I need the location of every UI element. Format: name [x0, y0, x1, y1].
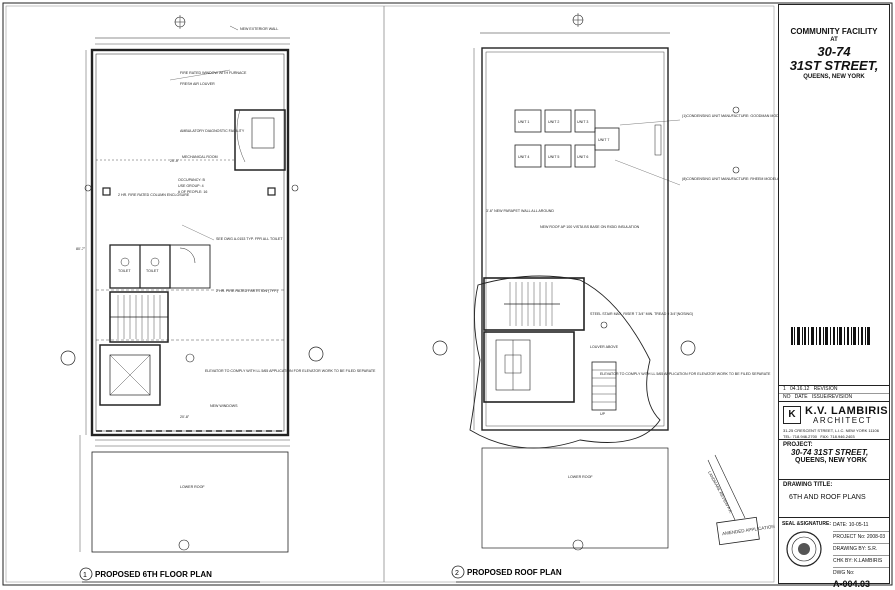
meta-date-value: 10-05-11: [848, 522, 869, 528]
architect-name: K.V. LAMBIRIS: [805, 405, 889, 417]
title-block: COMMUNITY FACILITY AT 30-74 31ST STREET,…: [778, 4, 890, 589]
meta-section: SEAL &SIGNATURE: DATE: 10-05-11 PROJECT …: [779, 517, 889, 589]
project-label: PROJECT:: [783, 442, 813, 448]
revision-row: 1 04.16.12 REVISION: [779, 386, 889, 394]
dim-bottom: 20'-8": [180, 415, 190, 419]
meta-project-no-row: PROJECT No: 2008-03: [833, 532, 889, 544]
project-header-address-2: 31ST STREET,: [789, 58, 879, 73]
meta-rows: DATE: 10-05-11 PROJECT No: 2008-03 DRAWI…: [833, 520, 889, 590]
revision-table: 1 04.16.12 REVISION NO DATE ISSUE/REVISI…: [779, 385, 889, 402]
architect-block: K K.V. LAMBIRIS ARCHITECT 31-25 CRESCENT…: [779, 401, 889, 441]
unit-label-6: UNIT 6: [577, 155, 588, 159]
project-header-city: QUEENS, NEW YORK: [803, 74, 865, 80]
meta-project-no-value: 2008-03: [866, 534, 886, 540]
meta-dwg-no-value: A-004.03: [833, 579, 871, 589]
meta-dwg-no-row: DWG No:: [833, 568, 889, 579]
seal-label: SEAL &SIGNATURE:: [782, 521, 831, 527]
unit-label-5: UNIT 5: [548, 155, 559, 159]
architect-address: 31-25 CRESCENT STREET, L.I.C. NEW YORK 1…: [783, 428, 879, 433]
revision-header-no: NO: [783, 394, 791, 400]
unit-label-4: UNIT 4: [518, 155, 529, 159]
revision-header-date: DATE: [794, 394, 808, 400]
note-mech-room: MECHANICAL ROOM: [182, 155, 218, 159]
revision-no: 1: [783, 386, 786, 392]
sixth-floor-plan: [60, 15, 324, 553]
note-occupancy: OCCUPANCY: B: [178, 178, 205, 182]
meta-date-row: DATE: 10-05-11: [833, 520, 889, 532]
label-lower-roof-left: LOWER ROOF: [180, 485, 205, 489]
unit-label-2: UNIT 2: [548, 120, 559, 124]
stamp-landmark: LANDMARK REVIEW P.A.: [707, 470, 734, 514]
plan-1-title: PROPOSED 6TH FLOOR PLAN: [95, 570, 212, 579]
unit-label-7: UNIT 7: [598, 138, 609, 142]
project-line2: QUEENS, NEW YORK: [795, 457, 867, 464]
project-header-line1: COMMUNITY FACILITY: [790, 27, 878, 36]
note-new-windows: NEW WINDOWS: [210, 404, 238, 408]
project-header-address-1: 30-74: [817, 44, 851, 59]
seal-icon: [786, 531, 822, 567]
project-line1: 30-74 31ST STREET,: [791, 448, 869, 457]
architect-title: ARCHITECT: [813, 416, 873, 425]
architect-phones: TEL: 718.946.2700 FAX: 718.946.2403: [783, 434, 855, 439]
plan-1-marker: [79, 567, 93, 581]
drawing-title: 6TH AND ROOF PLANS: [789, 494, 866, 501]
unit-label-1: UNIT 1: [518, 120, 529, 124]
project-section: PROJECT: 30-74 31ST STREET, QUEENS, NEW …: [779, 439, 889, 477]
meta-drawn-by-label: DRAWING BY:: [833, 546, 867, 552]
note-louver: LOUVER ABOVE: [590, 345, 619, 349]
unit-label-3: UNIT 3: [577, 120, 588, 124]
note-toilet: SEE DWG A-0153 TYP. FPR ALL TOILET: [216, 237, 283, 241]
label-toilet-1: TOILET: [118, 269, 131, 273]
note-column: 2 HR. FIRE RATED COLUMN ENCLOSURE: [118, 193, 190, 197]
note-fresh-air: FRESH AIR LOUVER: [180, 82, 215, 86]
note-cond-unit-2: (8)CONDENSING UNIT MANUFACTURE: RHEEM MO…: [682, 177, 821, 181]
drawing-title-section: DRAWING TITLE: 6TH AND ROOF PLANS: [779, 479, 889, 515]
revision-desc: REVISION: [813, 386, 838, 392]
note-exterior-wall: NEW EXTERIOR WALL: [240, 27, 278, 31]
label-up: UP: [600, 412, 606, 416]
label-toilet-2: TOILET: [146, 269, 159, 273]
meta-drawn-by-row: DRAWING BY: S.R.: [833, 544, 889, 556]
revision-date: 04.16.12: [789, 386, 810, 392]
plan-1-number: 1: [83, 572, 87, 579]
dim-top: 20'-0": [170, 159, 180, 163]
meta-chk-by-label: CHK BY:: [833, 558, 853, 564]
plan-2-number: 2: [455, 570, 459, 577]
architect-tel: TEL: 718.946.2700: [783, 434, 818, 439]
note-partition: 2 HR. FIRE RATED PARTITION (TYP.): [216, 289, 278, 293]
architect-fax: FAX: 718.946.2403: [820, 434, 855, 439]
meta-dwg-no-label: DWG No:: [833, 570, 855, 576]
plan-2-marker: [451, 565, 465, 579]
dim-side: 80'-7": [76, 247, 86, 251]
note-steel-stair: STEEL STAIR MAX. RISER 7 3/4" MIN. TREAD…: [590, 312, 693, 316]
revision-header-desc: ISSUE/REVISION: [811, 394, 853, 400]
stamp-amended: AMENDED APPLICATION: [722, 524, 775, 536]
barcode: [791, 327, 870, 345]
plan-2-title: PROPOSED ROOF PLAN: [467, 568, 562, 577]
project-header-line2: AT: [830, 37, 838, 43]
label-lower-roof-right: LOWER ROOF: [568, 475, 593, 479]
meta-project-no-label: PROJECT No:: [833, 534, 866, 540]
note-use-group: USE GROUP: 4: [178, 184, 204, 188]
meta-date-label: DATE:: [833, 522, 848, 528]
note-cond-unit-1: (1)CONDENSING UNIT MANUFACTURE: GOODMAN …: [682, 114, 822, 118]
note-people: # OF PEOPLE: 16: [178, 190, 207, 194]
note-parapet: 3'-6" NEW PARAPET WALL ALL AROUND: [486, 209, 554, 213]
note-facility: AMBULATORY DIAGNOSTIC FACILITY: [180, 129, 245, 133]
note-fire-window: FIRE RATED WINDOW WITH FURNACE: [180, 71, 247, 75]
meta-chk-by-value: K.LAMBIRIS: [854, 558, 883, 564]
meta-drawn-by-value: S.R.: [867, 546, 878, 552]
architect-logo-icon: K: [783, 406, 801, 424]
project-header: COMMUNITY FACILITY AT 30-74 31ST STREET,…: [779, 27, 889, 82]
note-elevator-right: ELEVATOR TO COMPLY WITH LL 5/65 APPLICAT…: [600, 372, 771, 376]
note-elevator-left: ELEVATOR TO COMPLY WITH LL 5/65 APPLICAT…: [205, 369, 376, 373]
note-new-roof: NEW ROOF AP 100 VISTA BS BASE ON RIGID I…: [540, 225, 640, 229]
roof-plan: [432, 13, 760, 551]
drawing-title-label: DRAWING TITLE:: [783, 482, 833, 488]
meta-chk-by-row: CHK BY: K.LAMBIRIS: [833, 556, 889, 568]
